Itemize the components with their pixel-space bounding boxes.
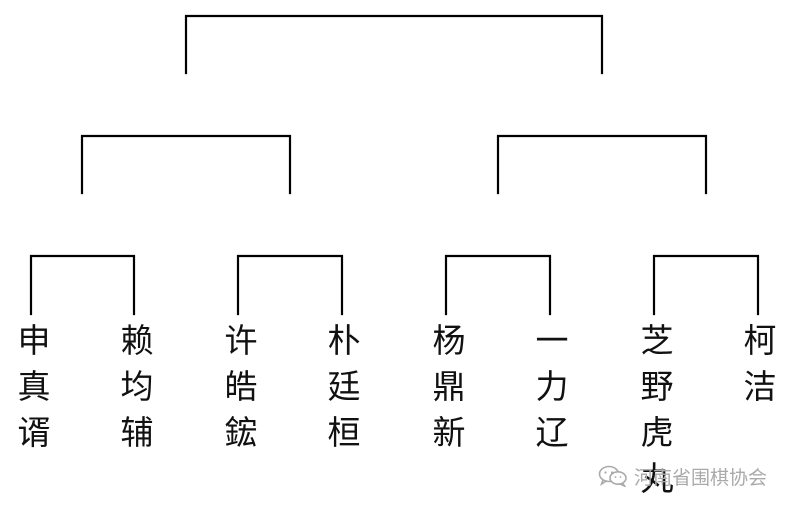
- player-4: 朴 廷 桓: [327, 321, 361, 452]
- watermark: 河南省围棋协会: [598, 460, 767, 492]
- final-bracket: [184, 14, 604, 75]
- semifinal-2-bracket: [496, 134, 708, 195]
- player-1: 申 真 谞: [17, 321, 51, 452]
- match-4-bracket: [652, 254, 760, 316]
- watermark-text: 河南省围棋协会: [634, 466, 768, 489]
- player-7: 芝 野 虎 丸: [640, 321, 674, 498]
- semifinal-1-bracket: [80, 134, 292, 195]
- match-3-bracket: [444, 254, 552, 316]
- match-2-bracket: [236, 254, 344, 316]
- player-3: 许 皓 鋐: [224, 321, 258, 452]
- match-1-bracket: [29, 254, 136, 316]
- player-5: 杨 鼎 新: [432, 321, 466, 452]
- player-2: 赖 均 辅: [120, 321, 154, 452]
- player-8: 柯 洁: [743, 321, 777, 406]
- player-6: 一 力 辽: [535, 321, 569, 452]
- wechat-icon: [598, 465, 627, 487]
